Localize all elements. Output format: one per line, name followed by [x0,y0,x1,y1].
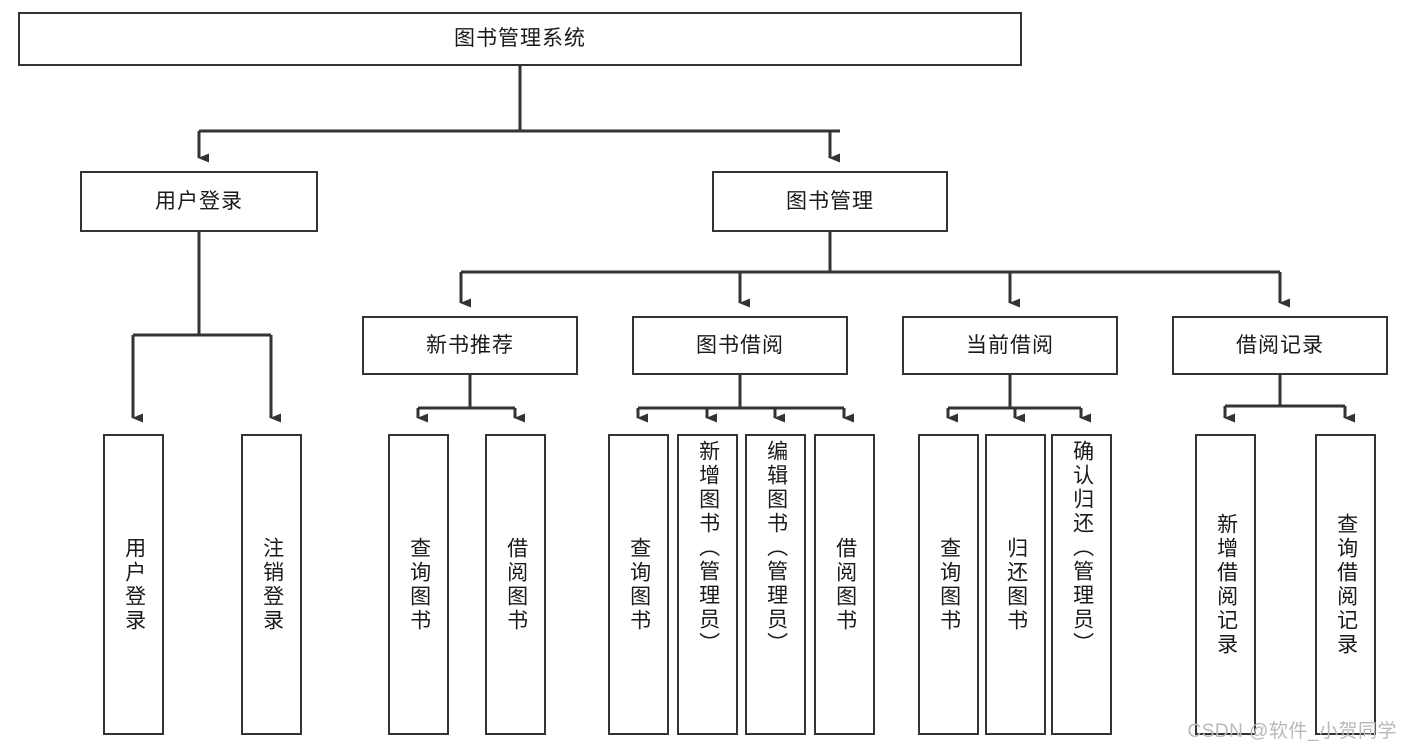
leaf-confirm-return[interactable]: 确认归还（管理员） [1051,434,1112,735]
node-root[interactable]: 图书管理系统 [18,12,1022,66]
leaf-add-record-label: 新增借阅记录 [1214,512,1238,657]
leaf-add-book-label: 新增图书（管理员） [696,440,720,656]
leaf-confirm-return-label: 确认归还（管理员） [1070,440,1094,656]
leaf-query-book-1-label: 查询图书 [407,536,431,633]
node-root-label: 图书管理系统 [454,27,586,51]
leaf-edit-book[interactable]: 编辑图书（管理员） [745,434,806,735]
leaf-borrow-book-1[interactable]: 借阅图书 [485,434,546,735]
node-new-book-recommend[interactable]: 新书推荐 [362,316,578,375]
node-current-borrow-label: 当前借阅 [966,333,1054,357]
leaf-user-login-label: 用户登录 [122,536,146,633]
node-user-login-label: 用户登录 [155,189,243,213]
leaf-borrow-book-1-label: 借阅图书 [504,536,528,633]
leaf-query-record[interactable]: 查询借阅记录 [1315,434,1376,735]
node-book-management-label: 图书管理 [786,189,874,213]
leaf-user-login[interactable]: 用户登录 [103,434,164,735]
node-user-login[interactable]: 用户登录 [80,171,318,232]
leaf-add-record[interactable]: 新增借阅记录 [1195,434,1256,735]
leaf-query-book-2-label: 查询图书 [627,536,651,633]
leaf-query-record-label: 查询借阅记录 [1334,512,1358,657]
node-new-book-recommend-label: 新书推荐 [426,333,514,357]
leaf-logout-login-label: 注销登录 [260,536,284,633]
leaf-query-book-3[interactable]: 查询图书 [918,434,979,735]
node-book-borrow[interactable]: 图书借阅 [632,316,848,375]
node-borrow-record[interactable]: 借阅记录 [1172,316,1388,375]
leaf-return-book-label: 归还图书 [1004,536,1028,633]
leaf-borrow-book-2-label: 借阅图书 [833,536,857,633]
leaf-edit-book-label: 编辑图书（管理员） [764,440,788,656]
node-current-borrow[interactable]: 当前借阅 [902,316,1118,375]
leaf-return-book[interactable]: 归还图书 [985,434,1046,735]
leaf-query-book-3-label: 查询图书 [937,536,961,633]
leaf-add-book[interactable]: 新增图书（管理员） [677,434,738,735]
node-borrow-record-label: 借阅记录 [1236,333,1324,357]
node-book-borrow-label: 图书借阅 [696,333,784,357]
leaf-query-book-2[interactable]: 查询图书 [608,434,669,735]
node-book-management[interactable]: 图书管理 [712,171,948,232]
leaf-logout-login[interactable]: 注销登录 [241,434,302,735]
leaf-query-book-1[interactable]: 查询图书 [388,434,449,735]
leaf-borrow-book-2[interactable]: 借阅图书 [814,434,875,735]
